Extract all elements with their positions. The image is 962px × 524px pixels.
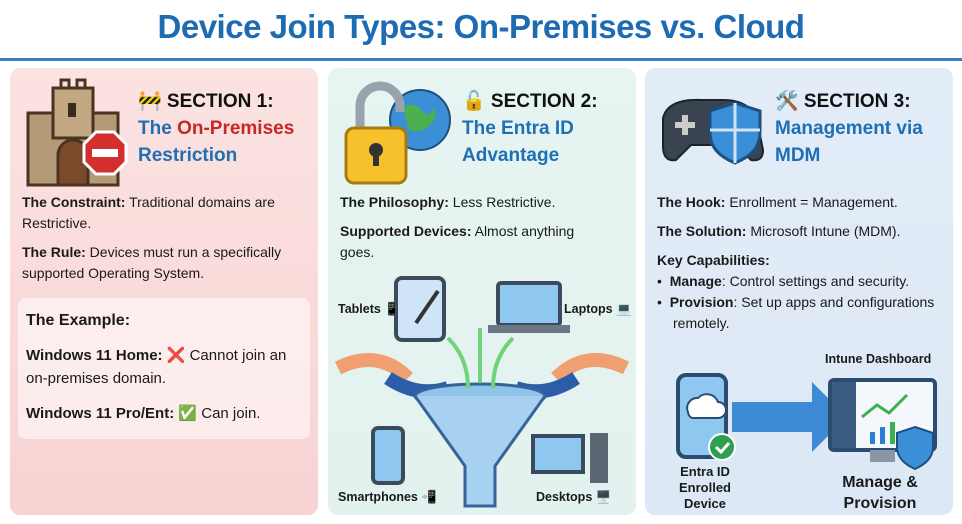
section-3-content: The Hook: Enrollment = Management. The S… (657, 192, 947, 334)
section-1-content: The Constraint: Traditional domains are … (18, 192, 310, 439)
subtitle-highlight: On-Premises (177, 118, 295, 139)
dashboard-label: Intune Dashboard (825, 352, 932, 366)
check-icon: ✅ (178, 405, 198, 422)
cap-provision: • Provision: Set up apps and configurati… (657, 294, 935, 331)
example-box: The Example: Windows 11 Home: ❌ Cannot j… (18, 298, 310, 439)
caps-title: Key Capabilities: (657, 252, 770, 268)
hook-text: The Hook: Enrollment = Management. (657, 194, 898, 210)
section-label: 🚧 SECTION 1: (138, 91, 274, 112)
funnel-illustration (334, 276, 630, 508)
rule-text: The Rule: Devices must run a specificall… (22, 244, 282, 281)
subtitle-part: The (138, 118, 178, 139)
constraint-text: The Constraint: Traditional domains are … (22, 194, 275, 231)
smartphones-label: Smartphones 📲 (338, 490, 437, 504)
subtitle: Management via MDM (775, 118, 923, 166)
no-entry-icon (82, 130, 128, 176)
subtitle: The Entra ID Advantage (462, 118, 574, 166)
example-pro: Windows 11 Pro/Ent: ✅ Can join. (26, 405, 261, 422)
philosophy-text: The Philosophy: Less Restrictive. (340, 194, 556, 210)
section-1-heading: 🚧 SECTION 1: The On-Premises Restriction (138, 88, 294, 169)
device-label: Entra ID Enrolled Device (678, 464, 731, 511)
section-1-panel: 🚧 SECTION 1: The On-Premises Restriction… (10, 68, 318, 515)
section-3-panel: 🛠️ SECTION 3: Management via MDM The Hoo… (645, 68, 953, 515)
section-3-heading: 🛠️ SECTION 3: Management via MDM (775, 88, 925, 169)
title-divider (0, 58, 962, 61)
example-title: The Example: (26, 312, 131, 329)
section-2-content: The Philosophy: Less Restrictive. Suppor… (340, 192, 606, 271)
section-label: 🔓 SECTION 2: (462, 91, 598, 112)
lock-globe-icon (344, 81, 451, 185)
section-label: 🛠️ SECTION 3: (775, 91, 911, 112)
page-title: Device Join Types: On-Premises vs. Cloud (157, 8, 805, 45)
cross-icon: ❌ (166, 347, 186, 364)
supported-text: Supported Devices: Almost anything goes. (340, 223, 575, 260)
section-2-panel: 🔓 SECTION 2: The Entra ID Advantage The … (328, 68, 636, 515)
solution-text: The Solution: Microsoft Intune (MDM). (657, 223, 901, 239)
laptops-label: Laptops 💻 (564, 302, 632, 316)
tablets-label: Tablets 📱 (338, 302, 400, 316)
result-label: Manage & Provision (842, 474, 918, 512)
enroll-to-dashboard-illustration (676, 373, 937, 471)
gamepad-shield-icon (662, 98, 765, 165)
example-home: Windows 11 Home: ❌ Cannot join an on-pre… (26, 347, 287, 387)
section-2-heading: 🔓 SECTION 2: The Entra ID Advantage (462, 88, 612, 169)
subtitle-part: Restriction (138, 145, 238, 166)
desktops-label: Desktops 🖥️ (536, 490, 612, 504)
cap-manage: • Manage: Control settings and security. (657, 273, 910, 289)
